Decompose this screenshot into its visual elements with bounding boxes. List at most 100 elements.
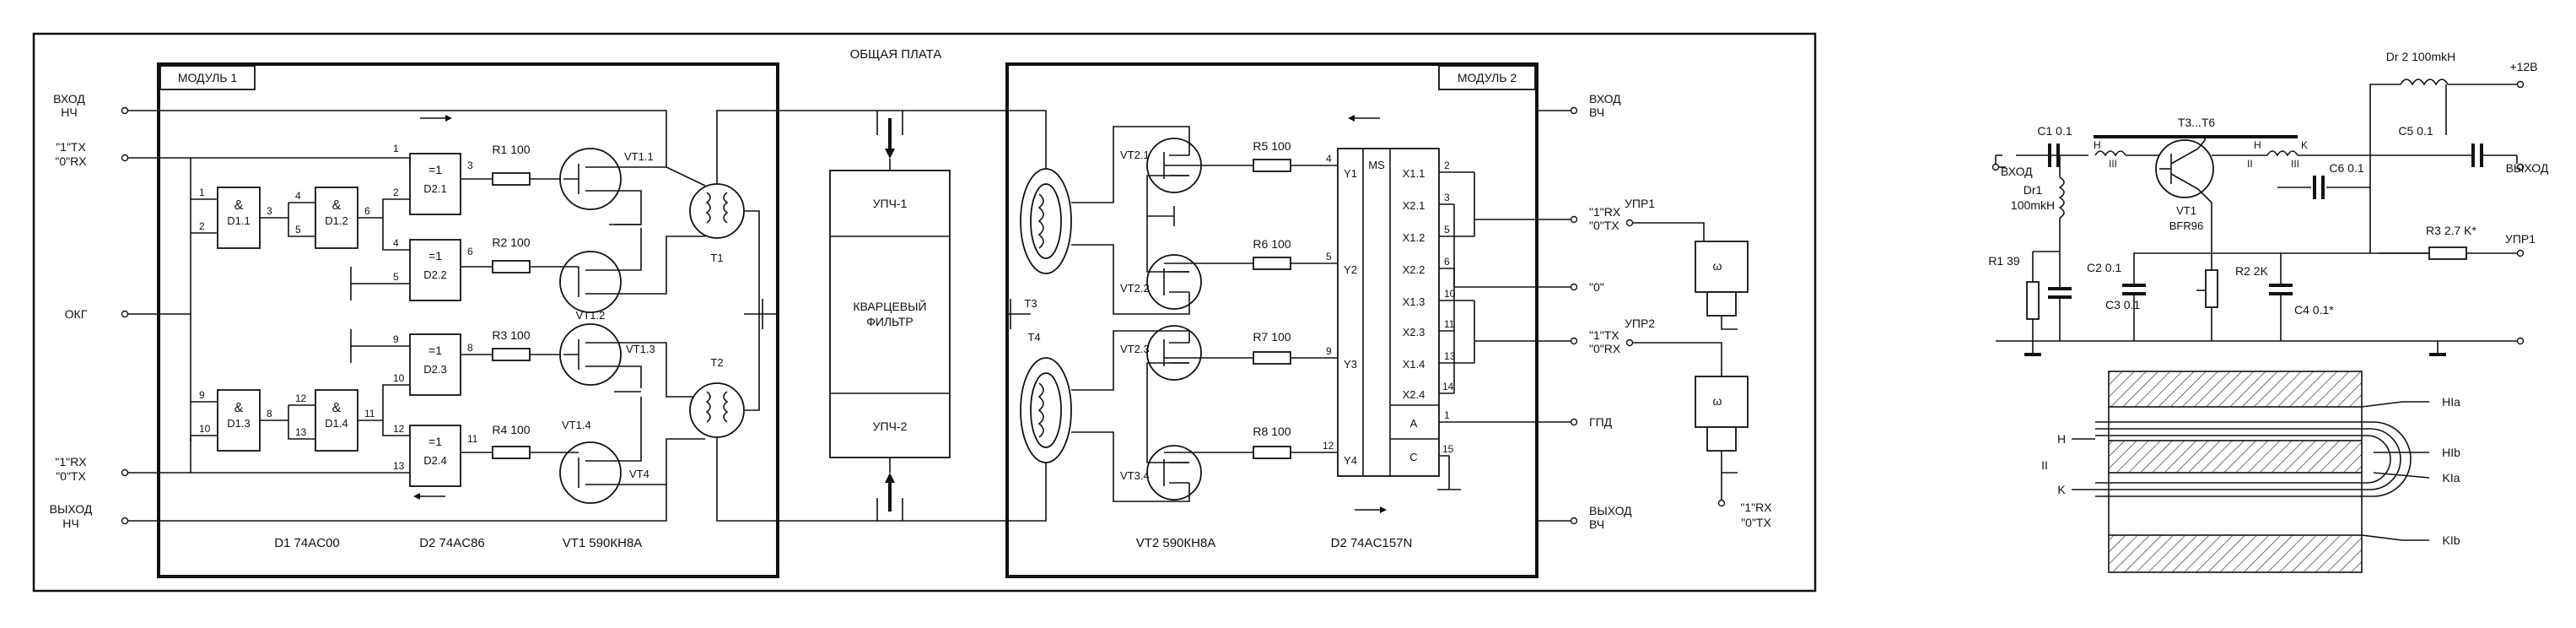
- and-symbol: &: [234, 198, 244, 213]
- wire: [1071, 431, 1190, 502]
- wire: [159, 110, 667, 168]
- right-ports: ВХОД ВЧ "1"RX "0"TX "0" "1"TX "0"RX ГПД …: [1537, 92, 1632, 531]
- xor-symbol: =1: [428, 435, 442, 448]
- pin-number: 3: [1444, 192, 1450, 203]
- resistor-label: R2 100: [492, 236, 530, 249]
- c6-label: C6 0.1: [2329, 161, 2363, 175]
- resistor-r6: [1253, 257, 1291, 270]
- port-label: НЧ: [62, 517, 78, 530]
- port-label: "1"RX: [55, 455, 87, 468]
- resistor-r4: [492, 446, 531, 459]
- pin-number: 3: [467, 160, 473, 171]
- port-label: "1"ТХ: [56, 140, 86, 154]
- port-label: "0"RX: [1589, 342, 1621, 355]
- module1-title: МОДУЛЬ 1: [178, 71, 238, 84]
- relay-1: [1695, 241, 1749, 293]
- fet-vt4: [559, 441, 622, 504]
- winding-label: III: [2291, 158, 2299, 170]
- terminal: [2516, 80, 2525, 89]
- resistor-label: R6 100: [1253, 237, 1291, 251]
- wire: [358, 384, 410, 421]
- gate-d24: [409, 425, 461, 487]
- terminal: [2516, 163, 2525, 171]
- wire: [260, 217, 315, 237]
- port-label: ОКГ: [65, 307, 88, 321]
- winding-label: H: [2254, 139, 2261, 151]
- left-ports: ВХОД НЧ "1"ТХ "0"RX ОКГ "1"RX "0"TX ВЫХО…: [50, 92, 191, 530]
- fet-vt23: [1146, 325, 1202, 381]
- port-label: "0"RX: [55, 154, 87, 168]
- mux-pin: X2.4: [1403, 388, 1425, 401]
- module2-circuit: T3 T4 VT2.1 VT2.2 VT2.3: [1007, 110, 1537, 550]
- amp-output-label: ВЫХОД: [2506, 161, 2549, 175]
- pin-number: 12: [393, 423, 405, 435]
- resistor-label: R5 100: [1253, 139, 1291, 153]
- mux-pin: Y4: [1344, 454, 1357, 467]
- wire: [1007, 110, 1047, 169]
- pin-number: 12: [295, 392, 307, 404]
- module-footer: VT1 590КН8А: [563, 536, 643, 550]
- resistor-r7: [1253, 351, 1291, 365]
- module-footer: VT2 590КН8А: [1136, 536, 1216, 550]
- pin-number: 13: [393, 460, 405, 472]
- wire: [609, 342, 705, 398]
- wire: [2369, 84, 2401, 155]
- c3-label: C3 0.1: [2105, 298, 2140, 311]
- pin-number: 10: [1444, 288, 1456, 300]
- c1-label: C1 0.1: [2037, 124, 2072, 138]
- coil: [1037, 382, 1044, 438]
- gate-label: D1.1: [227, 214, 250, 227]
- wire: [1146, 175, 1189, 273]
- pin-number: 10: [393, 372, 405, 384]
- wire: [716, 437, 778, 522]
- resistor-r8: [1253, 446, 1291, 459]
- port-label: "0": [1589, 280, 1604, 294]
- winding-tag: HIa: [2442, 395, 2460, 409]
- fet-vt34: [1146, 445, 1202, 501]
- pin-number: 9: [199, 389, 205, 401]
- terminal: [1717, 499, 1726, 507]
- resistor-label: R1 100: [492, 143, 530, 156]
- c2-label: C2 0.1: [2087, 261, 2121, 274]
- and-symbol: &: [332, 198, 342, 213]
- winding-tag: K: [2057, 483, 2066, 496]
- port-label: ВЫХОД: [1589, 504, 1632, 517]
- pin-number: 4: [393, 237, 399, 249]
- wire: [1721, 451, 1738, 474]
- winding-label: H: [2094, 139, 2101, 151]
- fet-vt12: [559, 251, 622, 313]
- c5-label: C5 0.1: [2398, 124, 2433, 138]
- module-footer: D1 74AC00: [274, 536, 340, 550]
- dr1-label: Dr1: [2024, 183, 2043, 197]
- upch2-label: УПЧ-2: [873, 420, 908, 433]
- board-frame: [32, 32, 1817, 593]
- r1-label: R1 39: [1988, 254, 2020, 268]
- pin-number: 6: [467, 246, 473, 257]
- wire: [744, 314, 760, 411]
- xor-symbol: =1: [428, 163, 442, 176]
- wire: [191, 157, 411, 165]
- terminal: [121, 517, 129, 525]
- transformer-t1: [689, 183, 745, 239]
- wire: [1071, 244, 1190, 315]
- arrow-head: [413, 493, 420, 500]
- xor-symbol: =1: [428, 344, 442, 357]
- filter-label: ФИЛЬТР: [866, 315, 913, 328]
- gate-d13: [217, 389, 261, 452]
- pin-number: 1: [1444, 409, 1450, 421]
- resistor-label: R7 100: [1253, 330, 1291, 344]
- board-schematic: ОБЩАЯ ПЛАТА МОДУЛЬ 1 МОДУЛЬ 2 ВХОД НЧ "1…: [32, 32, 1817, 593]
- gate-label: D1.3: [227, 417, 250, 430]
- gate-d22: [409, 239, 461, 301]
- wire: [382, 420, 410, 436]
- winding-iii-left: [2094, 150, 2126, 157]
- mux-pin: X2.3: [1403, 326, 1425, 338]
- fet-label: VT2.2: [1120, 282, 1150, 295]
- pin-number: 5: [393, 271, 399, 283]
- wire: [1721, 316, 1738, 330]
- wire: [358, 198, 410, 219]
- module-footer: D2 74AC86: [419, 536, 485, 550]
- control-label: "1"RX: [1740, 501, 1772, 514]
- inductor-dr1: [2058, 176, 2065, 219]
- mux-pin: Y1: [1344, 167, 1357, 180]
